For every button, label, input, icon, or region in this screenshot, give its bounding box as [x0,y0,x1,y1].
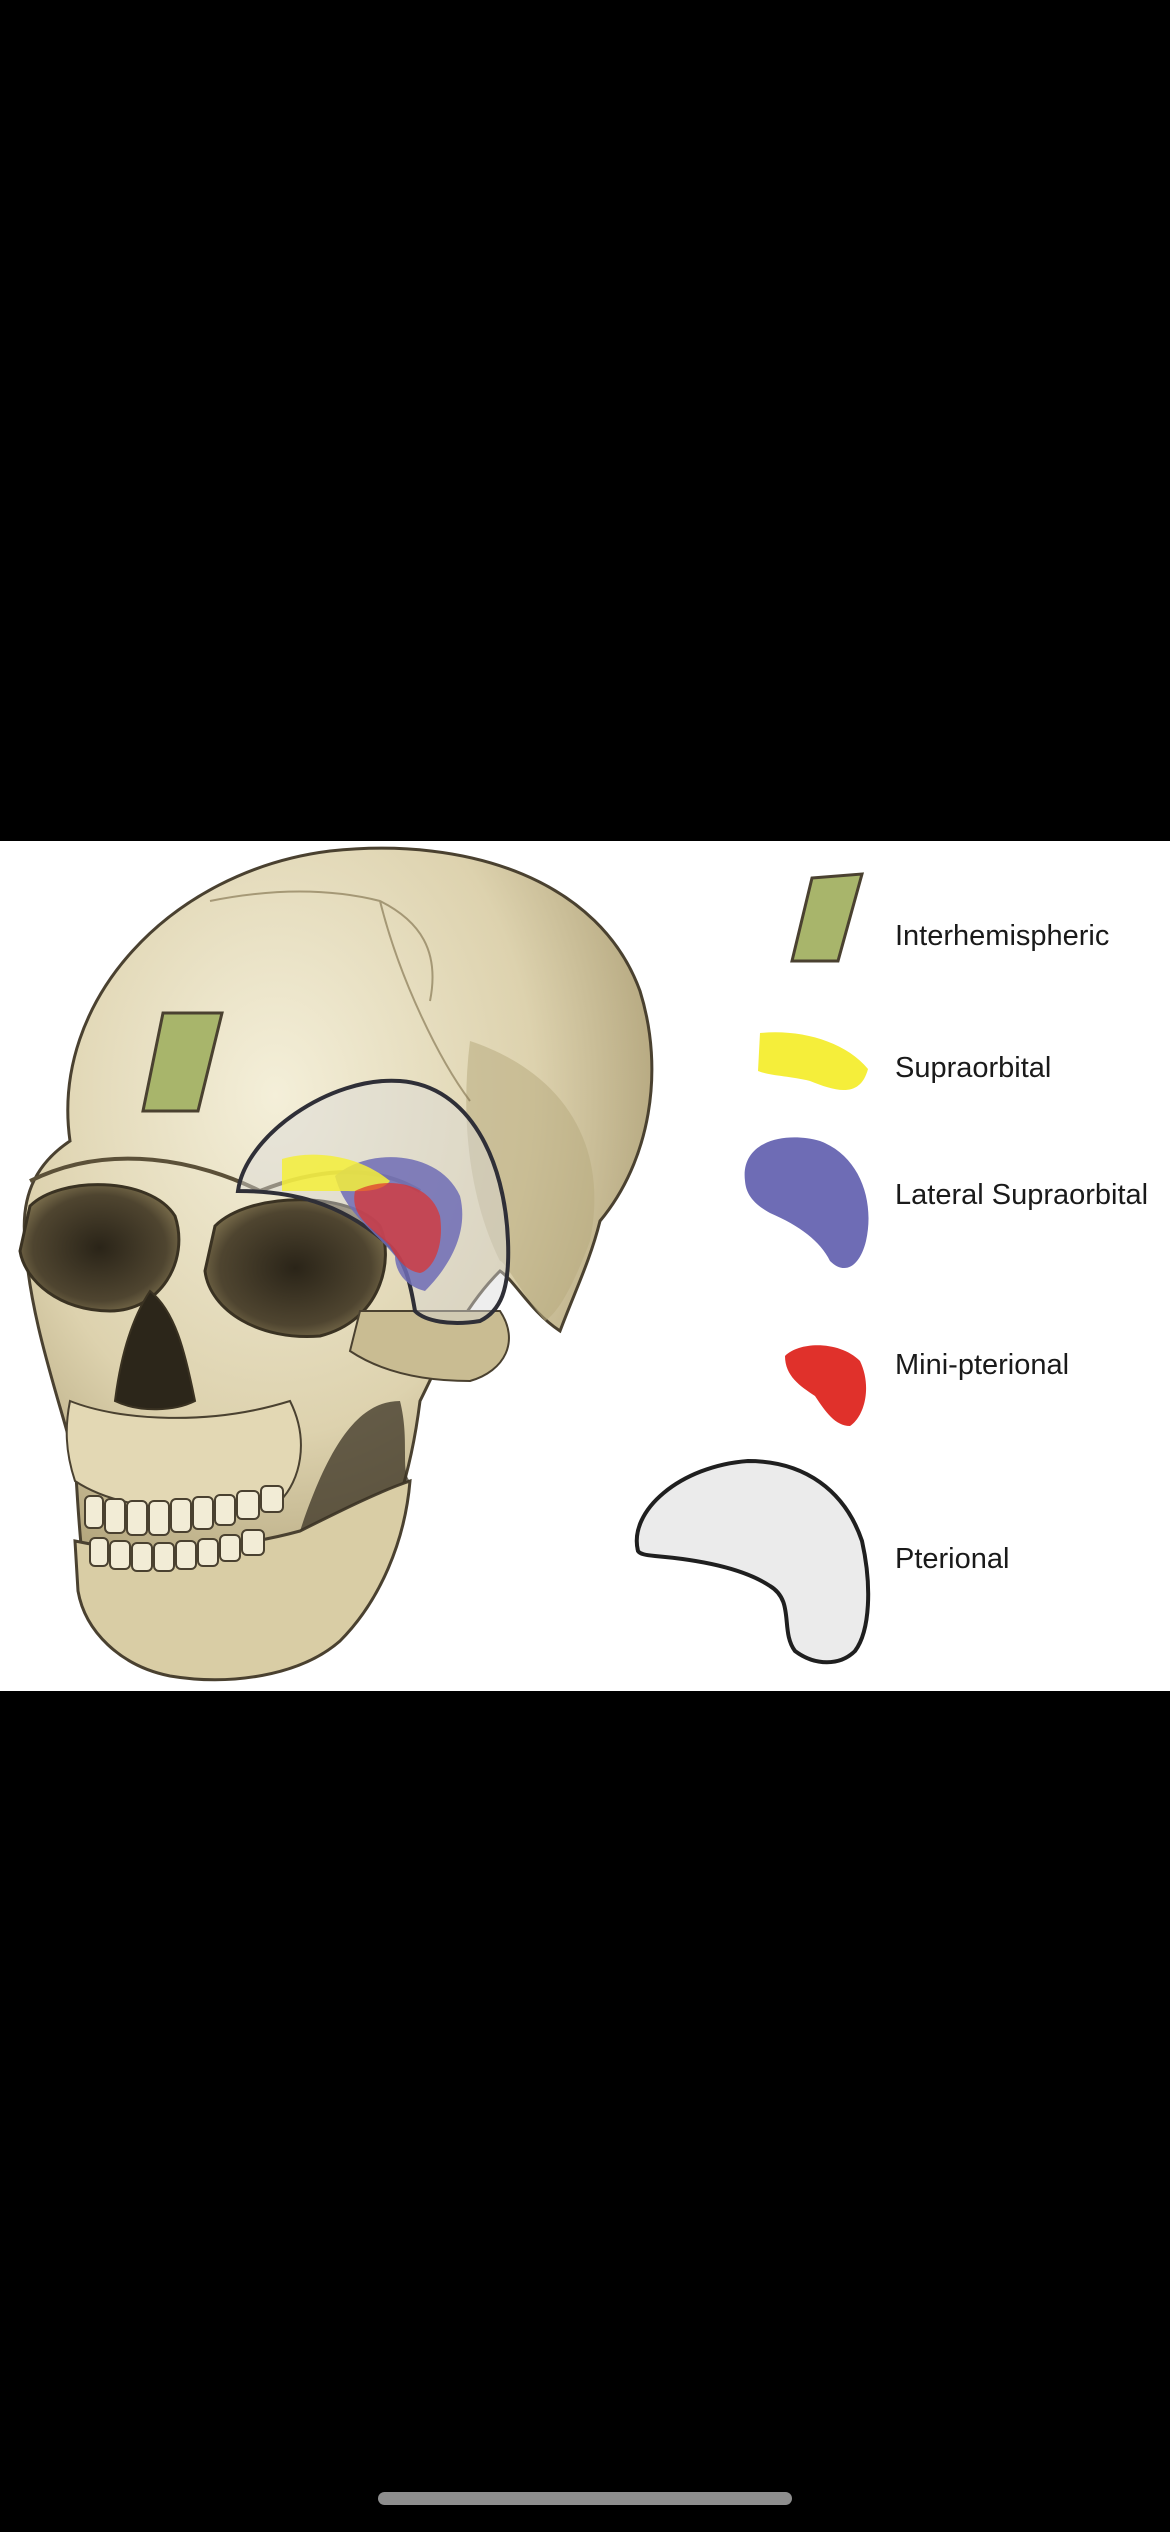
nasal-cavity [113,1289,197,1411]
pterional-craniotomy-icon [634,1458,871,1665]
interhemispheric-overlay [141,1011,224,1113]
legend-label-lateral-supraorbital: Lateral Supraorbital [895,1179,1149,1211]
supraorbital-overlay [282,1154,390,1192]
lateral-supraorbital-craniotomy-icon [744,1137,869,1269]
mini-pterional-craniotomy-icon [785,1345,867,1426]
legend-label-interhemispheric: Interhemispheric [895,920,1110,952]
supraorbital-craniotomy-icon [758,1032,868,1091]
figure-image: Interhemispheric Supraorbital Lateral Su… [0,841,1170,1691]
mandible-shadow [300,1401,410,1531]
temporal-shading [466,1041,595,1321]
lower-teeth [89,1529,265,1572]
upper-teeth [84,1485,284,1536]
legend-label-pterional: Pterional [895,1543,1010,1575]
interhemispheric-craniotomy-icon [790,872,865,963]
mini-pterional-overlay [354,1183,441,1273]
home-indicator[interactable] [378,2492,792,2505]
cranial-sutures [209,890,471,1102]
legend-label-mini-pterional: Mini-pterional [895,1349,1070,1381]
left-orbit [18,1183,181,1313]
skull-illustration [18,846,871,1682]
right-orbit [203,1198,387,1339]
legend-label-supraorbital: Supraorbital [895,1052,1052,1084]
zygomatic-arch [348,1310,510,1383]
